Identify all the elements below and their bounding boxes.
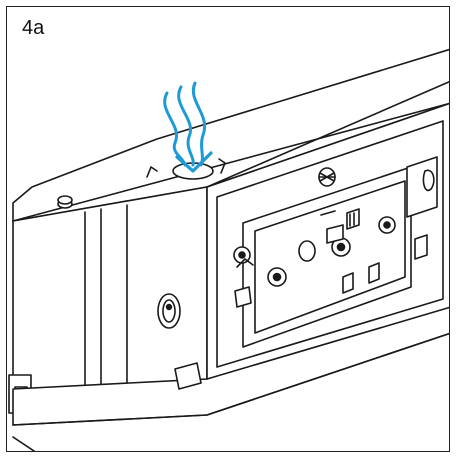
frame-clip (174, 362, 202, 390)
frame-screw (318, 167, 336, 187)
housing-top-edge (12, 102, 449, 222)
socket-insert (254, 180, 406, 334)
housing-front-face (12, 186, 208, 390)
press-arrow-icon (163, 81, 213, 173)
socket-outlet-left (233, 246, 254, 308)
step-label: 4a (22, 17, 45, 39)
figure-frame: 4a (6, 6, 450, 452)
device-illustration (8, 48, 449, 451)
socket-outlet-middle (267, 208, 360, 287)
socket-outlet-right (342, 216, 428, 294)
keyhole-mount (157, 293, 181, 329)
top-screw (57, 195, 73, 209)
